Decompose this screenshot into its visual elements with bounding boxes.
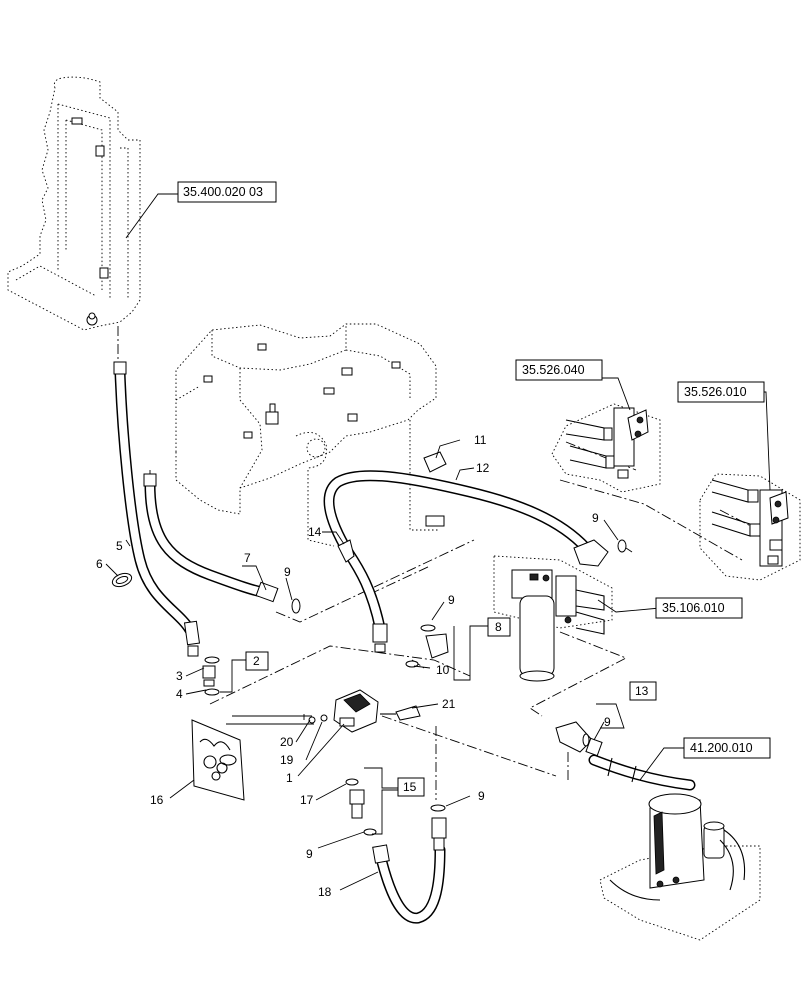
reference-text: 35.106.010 [662,601,725,615]
callout-7[interactable]: 7 [244,551,251,565]
callout-21[interactable]: 21 [442,697,456,711]
callout-18[interactable]: 18 [318,885,332,899]
callout-11[interactable]: 11 [474,433,487,447]
reference-label-35400020[interactable]: 35.400.020 03 [177,181,277,203]
callout-numbers: 1 3 4 5 6 7 9 9 9 9 9 9 10 11 12 14 16 1… [96,433,611,899]
coupler-13 [555,721,603,757]
hose-assembly-18 [376,844,446,924]
reference-label-35106010[interactable]: 35.106.010 [655,597,743,619]
callout-text: 13 [635,684,649,698]
loader-tower-assembly [7,76,141,331]
callout-4[interactable]: 4 [176,687,183,701]
callout-12[interactable]: 12 [476,461,490,475]
hose-assembly-12 [323,470,592,634]
callout-text: 2 [253,654,260,668]
boxed-callout-13[interactable]: 13 [629,681,657,701]
boxed-callout-2[interactable]: 2 [245,651,269,671]
callout-17[interactable]: 17 [300,793,314,807]
callout-9e[interactable]: 9 [478,789,485,803]
reference-label-35526040[interactable]: 35.526.040 [515,359,603,381]
callout-text: 8 [495,620,502,634]
callout-20[interactable]: 20 [280,735,294,749]
valve-assembly-35526010 [699,473,801,581]
callout-10[interactable]: 10 [436,663,450,677]
callout-6[interactable]: 6 [96,557,103,571]
motor-assembly [599,793,761,941]
boxed-callout-8[interactable]: 8 [487,617,511,637]
callout-3[interactable]: 3 [176,669,183,683]
filter-assembly [493,555,613,682]
reference-text: 41.200.010 [690,741,753,755]
reference-label-35526010[interactable]: 35.526.010 [677,381,765,403]
valve-assembly-35526040 [551,403,661,493]
callout-5[interactable]: 5 [116,539,123,553]
reference-text: 35.526.040 [522,363,585,377]
reference-label-41200010[interactable]: 41.200.010 [683,737,771,759]
callout-9a[interactable]: 9 [284,565,291,579]
callout-14[interactable]: 14 [308,525,322,539]
hose-assembly-5 [114,366,196,636]
chassis-frame [175,323,438,547]
callout-16[interactable]: 16 [150,793,164,807]
small-fittings [111,451,627,696]
hose-assembly-7 [144,478,268,598]
callout-9b[interactable]: 9 [448,593,455,607]
hose-fittings [113,361,609,864]
callout-9d[interactable]: 9 [604,715,611,729]
callout-19[interactable]: 19 [280,753,294,767]
hose-assembly-41 [588,754,696,791]
fitting-group-15 [345,778,446,836]
boxed-callout-15[interactable]: 15 [397,777,425,797]
callout-9f[interactable]: 9 [306,847,313,861]
callout-text: 15 [403,780,417,794]
callout-1[interactable]: 1 [286,771,293,785]
callout-9c[interactable]: 9 [592,511,599,525]
reference-text: 35.400.020 03 [183,185,263,199]
seal-kit-16 [191,719,245,801]
reference-text: 35.526.010 [684,385,747,399]
valve-block-1 [226,689,421,733]
assembly-center-lines [117,326,771,800]
